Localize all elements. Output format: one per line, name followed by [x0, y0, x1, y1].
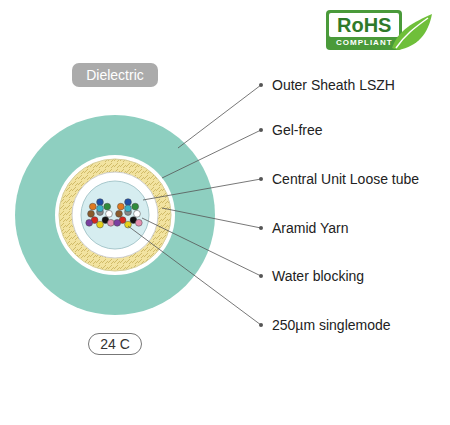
fiber	[132, 203, 139, 210]
fiber	[106, 210, 113, 217]
leader-dots	[259, 83, 263, 327]
cable-cross-section	[15, 115, 215, 315]
badge-text: Dielectric	[86, 67, 144, 83]
fiber	[117, 203, 124, 210]
callout-label: Water blocking	[272, 268, 364, 284]
callout-label: Central Unit Loose tube	[272, 171, 419, 187]
fiber	[104, 203, 111, 210]
fiber	[114, 219, 121, 226]
callout-label: Gel-free	[272, 122, 323, 138]
logo-text: RoHS	[337, 14, 391, 36]
fiber	[97, 221, 104, 228]
leader-lines	[128, 85, 261, 325]
fiber	[134, 210, 141, 217]
fiber	[89, 203, 96, 210]
logo-subtext: COMPLIANT	[336, 38, 393, 48]
fiber	[107, 219, 114, 226]
fiber	[88, 210, 95, 217]
fiber	[116, 210, 123, 217]
fiber	[125, 199, 132, 206]
rohs-logo	[326, 10, 432, 50]
fiber	[125, 221, 132, 228]
fiber	[97, 199, 104, 206]
fiber	[135, 219, 142, 226]
fiber	[125, 205, 132, 212]
badge-text: 24 C	[100, 336, 130, 352]
callout-label: 250µm singlemode	[272, 317, 391, 333]
callout-label: Outer Sheath LSZH	[272, 77, 395, 93]
fiber	[97, 205, 104, 212]
callout-label: Aramid Yarn	[272, 220, 349, 236]
fiber-count-badge: 24 C	[88, 333, 142, 355]
fiber	[86, 219, 93, 226]
cable-type-badge: Dielectric	[72, 63, 158, 87]
